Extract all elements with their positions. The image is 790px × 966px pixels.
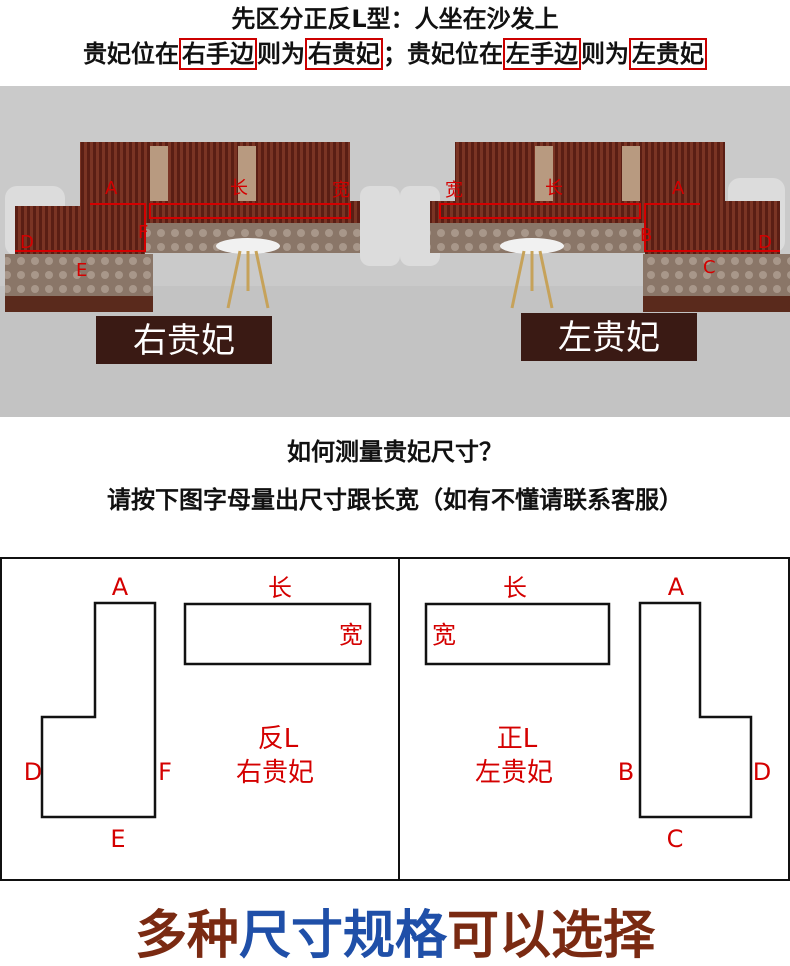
header-text-2: 则为 bbox=[257, 40, 305, 68]
left-photo-mark-a: A bbox=[105, 178, 118, 199]
left-chaise-label-bg bbox=[521, 313, 697, 361]
left-photo-mark-d: D bbox=[20, 232, 34, 253]
left-diagram-name: 右贵妃 bbox=[236, 758, 314, 788]
left-photo-mark-kuan: 宽 bbox=[332, 180, 350, 201]
right-diagram-chang: 长 bbox=[503, 574, 527, 602]
footer-part-1: 多种 bbox=[134, 906, 239, 966]
right-photo-mark-kuan: 宽 bbox=[445, 180, 463, 201]
right-diagram-name: 左贵妃 bbox=[475, 758, 553, 788]
right-diagram-c: C bbox=[667, 825, 684, 853]
sofa-photo: A 长 宽 D F E 右贵妃 bbox=[0, 86, 790, 417]
right-sofa: 宽 长 A B D C 左贵妃 bbox=[400, 142, 790, 361]
header-boxed-left-hand: 左手边 bbox=[503, 38, 581, 70]
right-diagram-kuan: 宽 bbox=[432, 621, 456, 649]
right-photo-mark-c: C bbox=[703, 257, 716, 278]
left-diagram-chang: 长 bbox=[268, 574, 292, 602]
right-l-shape bbox=[638, 601, 753, 819]
right-photo-mark-b: B bbox=[640, 225, 652, 246]
header-line-1: 先区分正反L型：人坐在沙发上 bbox=[231, 5, 559, 33]
sofa-illustration: A 长 宽 D F E 右贵妃 bbox=[0, 86, 790, 417]
left-chaise-label: 左贵妃 bbox=[558, 318, 660, 358]
right-rect-shape bbox=[424, 602, 611, 666]
left-photo-mark-f: F bbox=[138, 222, 148, 243]
left-diagram-d: D bbox=[24, 758, 42, 786]
measurement-diagram: A D F E 长 宽 反L 右贵妃 长 宽 A B D C 正L 左贵妃 bbox=[0, 557, 790, 882]
left-diagram-type: 反L bbox=[258, 724, 299, 754]
measurement-diagram-svg: A D F E 长 宽 反L 右贵妃 长 宽 A B D C 正L 左贵妃 bbox=[0, 557, 790, 881]
header-boxed-right-hand: 右手边 bbox=[179, 38, 257, 70]
measure-instruction: 请按下图字母量出尺寸跟长宽（如有不懂请联系客服） bbox=[107, 486, 683, 514]
right-photo-mark-d: D bbox=[758, 232, 772, 253]
left-sofa-back bbox=[80, 142, 350, 212]
header-boxed-right-chaise: 右贵妃 bbox=[305, 38, 383, 70]
right-diagram-type: 正L bbox=[497, 724, 538, 754]
left-diagram-kuan: 宽 bbox=[339, 621, 363, 649]
right-chaise-label-bg bbox=[96, 316, 272, 364]
left-l-shape bbox=[40, 601, 157, 819]
left-photo-mark-e: E bbox=[76, 260, 87, 281]
measure-question: 如何测量贵妃尺寸？ bbox=[287, 438, 503, 466]
right-photo-mark-chang: 长 bbox=[545, 178, 563, 199]
footer-part-2: 尺寸规格 bbox=[238, 906, 447, 966]
right-diagram-a: A bbox=[668, 573, 685, 601]
right-chaise-label: 右贵妃 bbox=[133, 321, 235, 361]
header-text-3: ；贵妃位在 bbox=[383, 40, 503, 68]
right-sofa-back bbox=[455, 142, 725, 212]
diagram-frame bbox=[0, 557, 790, 881]
left-diagram-e: E bbox=[110, 825, 125, 853]
left-photo-mark-chang: 长 bbox=[230, 178, 248, 199]
header-text-1: 贵妃位在 bbox=[83, 40, 179, 68]
left-diagram-f: F bbox=[158, 758, 172, 786]
left-rect-shape bbox=[183, 602, 372, 666]
left-sofa: A 长 宽 D F E 右贵妃 bbox=[5, 142, 400, 364]
header-line-2: 贵妃位在右手边则为右贵妃；贵妃位在左手边则为左贵妃 bbox=[0, 36, 790, 72]
right-photo-mark-a: A bbox=[672, 178, 685, 199]
right-coffee-table bbox=[500, 238, 564, 254]
header-boxed-left-chaise: 左贵妃 bbox=[629, 38, 707, 70]
left-sofa-right-armrest bbox=[360, 186, 400, 266]
left-coffee-table bbox=[216, 238, 280, 254]
footer-part-3: 可以选择 bbox=[447, 906, 656, 966]
left-diagram-a: A bbox=[112, 573, 129, 601]
right-diagram-b: B bbox=[618, 758, 634, 786]
header-text-4: 则为 bbox=[581, 40, 629, 68]
footer-banner: 多种尺寸规格可以选择 bbox=[0, 906, 790, 966]
right-diagram-d: D bbox=[753, 758, 771, 786]
